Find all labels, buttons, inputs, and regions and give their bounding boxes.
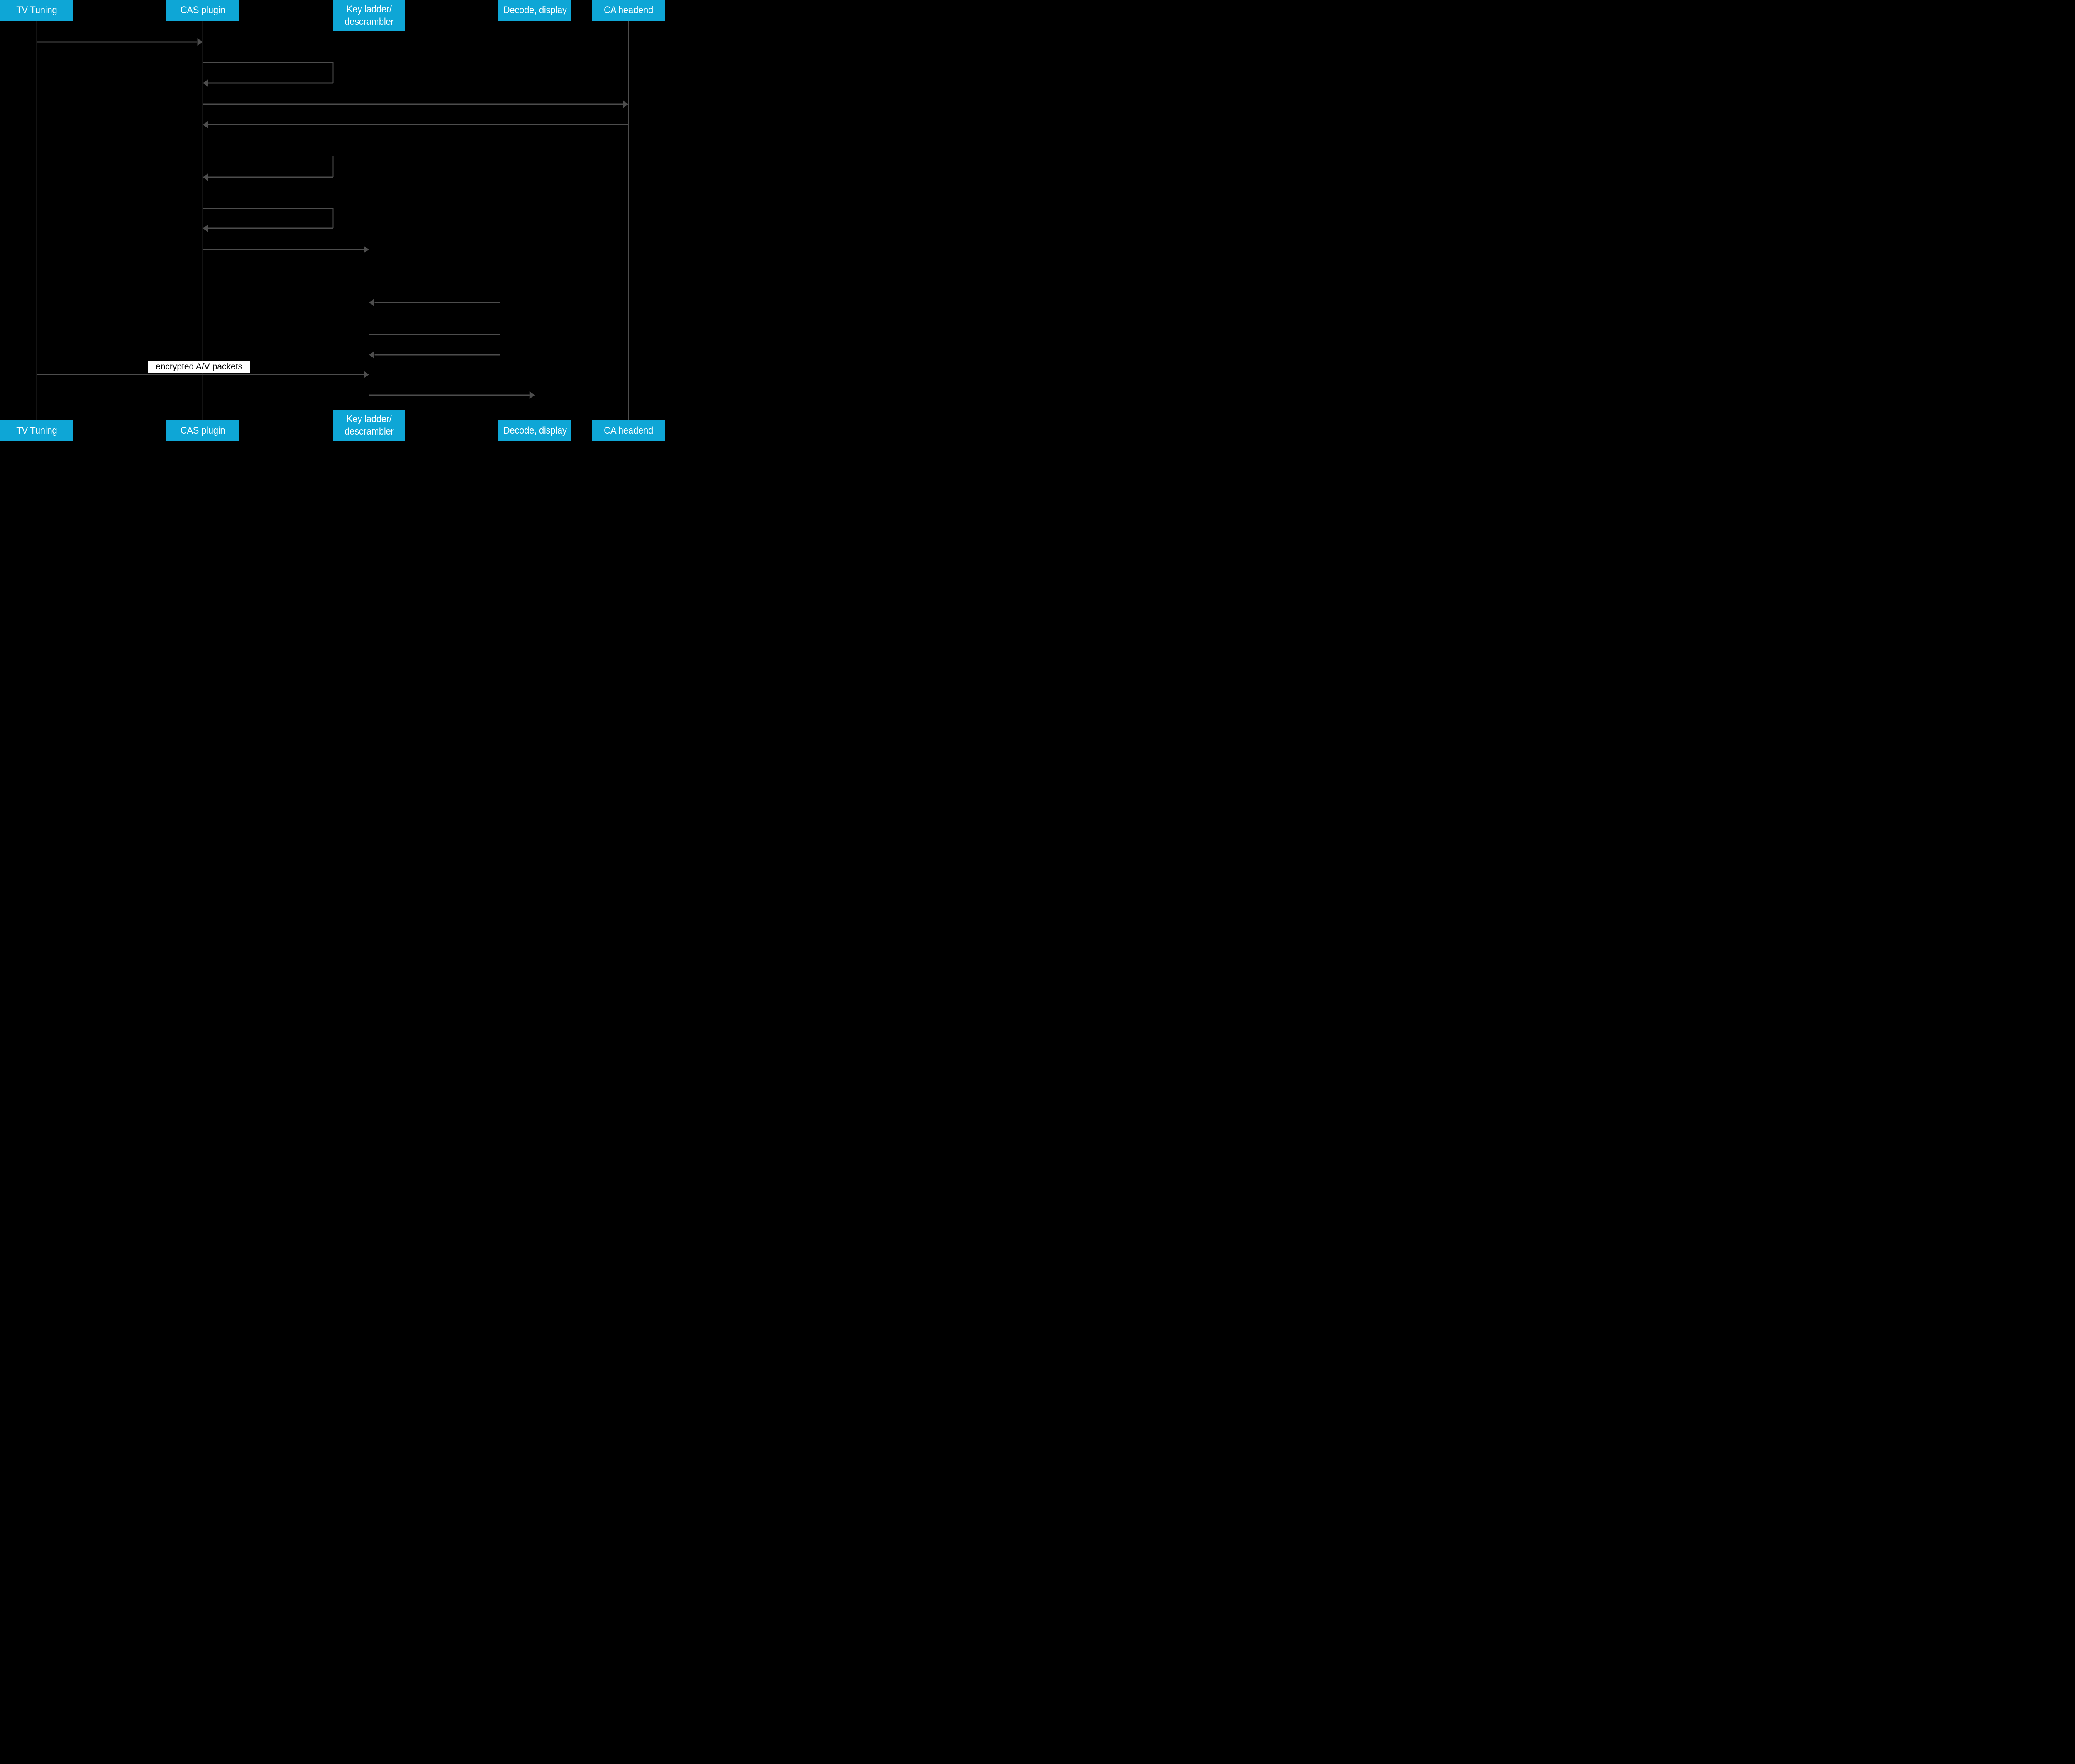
actor-bottom-cas-plugin: CAS plugin [166, 420, 239, 441]
actor-bottom-decode-display: Decode, display [498, 420, 571, 441]
actor-label: CAS plugin [180, 5, 225, 16]
actor-top-cas-plugin: CAS plugin [166, 0, 239, 21]
message-self-5 [203, 156, 334, 181]
actor-bottom-ca-headend: CA headend [592, 420, 665, 441]
actor-label: Key ladder/ descrambler [344, 3, 394, 27]
sequence-lines-layer [36, 21, 629, 420]
actor-label: Decode, display [503, 425, 567, 436]
actor-bottom-key-ladder: Key ladder/ descrambler [332, 410, 405, 441]
actor-top-decode-display: Decode, display [498, 0, 571, 21]
message-arrow-10 [37, 371, 369, 379]
actor-top-tv-tuning: TV Tuning [0, 0, 73, 21]
actor-label: TV Tuning [16, 5, 57, 16]
message-arrow-3 [203, 100, 629, 108]
actor-label: TV Tuning [16, 425, 57, 436]
message-arrow-1 [37, 38, 203, 46]
message-self-2 [203, 62, 334, 87]
message-self-9 [369, 334, 500, 359]
actor-label: Key ladder/ descrambler [344, 413, 394, 437]
actor-bottom-tv-tuning: TV Tuning [0, 420, 73, 441]
message-self-8 [369, 281, 500, 306]
message-label-encrypted-av-packets: encrypted A/V packets [148, 360, 250, 373]
actor-label: CA headend [603, 425, 653, 436]
sequence-diagram: TV Tuning CAS plugin Key ladder/ descram… [0, 0, 669, 441]
actor-top-ca-headend: CA headend [592, 0, 665, 21]
actor-label: Decode, display [503, 5, 567, 16]
message-arrow-4 [203, 121, 629, 129]
actor-label: CA headend [603, 5, 653, 16]
message-arrow-7 [203, 246, 369, 253]
message-self-6 [203, 208, 334, 232]
actor-top-key-ladder: Key ladder/ descrambler [332, 0, 405, 31]
message-arrow-11 [369, 391, 535, 399]
actor-label: CAS plugin [180, 425, 225, 436]
